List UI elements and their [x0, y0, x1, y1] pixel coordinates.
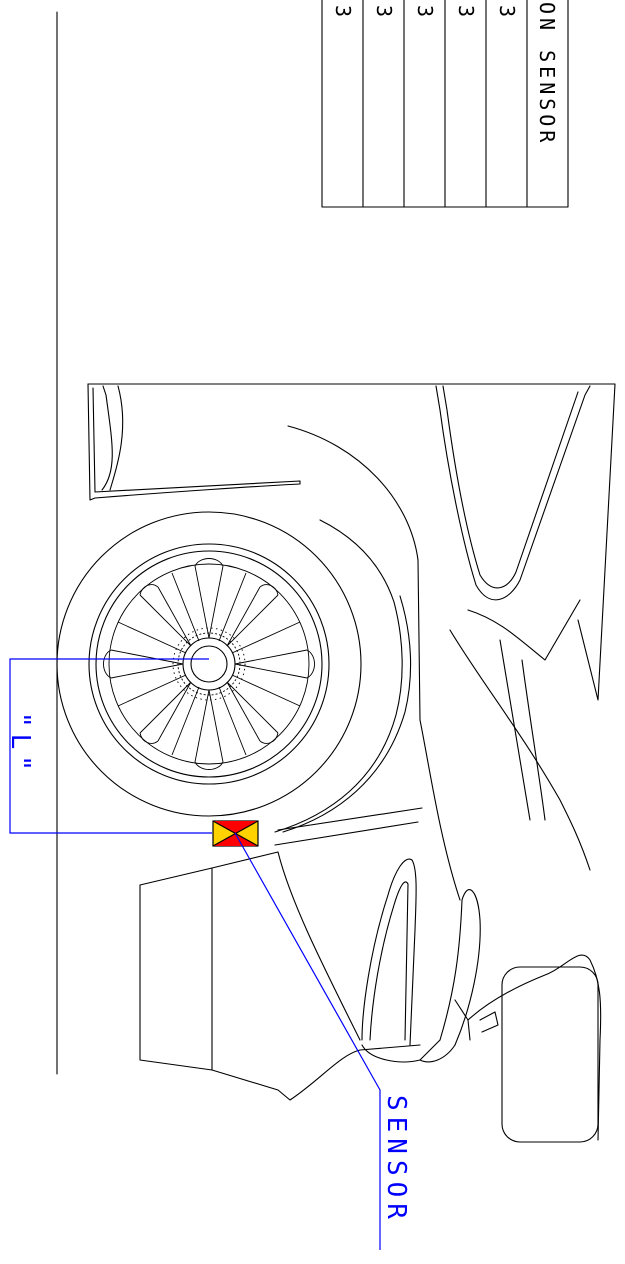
table-cell-5: 3: [495, 5, 519, 21]
sensor-leader-line: [234, 832, 381, 1250]
dimension-l: "L": [5, 658, 212, 834]
sensor-marker: [212, 820, 259, 847]
sensor-label: SENSOR: [381, 1095, 411, 1225]
wheel: [56, 511, 412, 833]
car-body: [87, 383, 616, 1143]
dimension-label: "L": [5, 712, 35, 777]
table-cell-4: 3: [454, 5, 478, 21]
table-header: ON SENSOR: [535, 2, 559, 146]
mirror-shape: [501, 966, 599, 1143]
title-table: 3 3 3 3 3 ON SENSOR: [321, 0, 569, 208]
table-cell-2: 3: [372, 5, 396, 21]
table-cell-3: 3: [413, 5, 437, 21]
table-cell-1: 3: [331, 5, 355, 21]
